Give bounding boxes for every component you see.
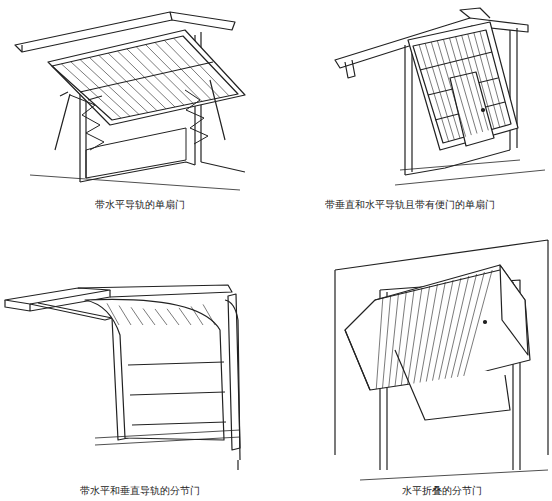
- slat-line: [462, 35, 489, 130]
- slat-line: [167, 309, 179, 325]
- slat-line: [80, 60, 139, 115]
- slat-line: [99, 55, 157, 110]
- slat-line: [146, 45, 202, 102]
- slat-line: [433, 280, 454, 381]
- slat-line: [61, 64, 121, 118]
- slat-line: [425, 43, 454, 140]
- slat-line: [383, 296, 391, 388]
- slat-line: [108, 53, 166, 109]
- slat-line: [451, 274, 476, 378]
- slat-line: [431, 42, 460, 138]
- slat-line: [395, 292, 406, 386]
- slat-line: [191, 306, 203, 325]
- single-leaf-door-vertical-horizontal-track-wicket: [335, 8, 545, 185]
- slat-line: [118, 51, 176, 107]
- slat-lines: [61, 31, 505, 389]
- slat-line: [376, 298, 383, 389]
- slat-line: [119, 306, 131, 325]
- slat-line: [408, 288, 422, 384]
- slat-line: [107, 303, 119, 325]
- slat-line: [155, 309, 167, 325]
- slat-line: [155, 42, 211, 99]
- slat-line: [443, 39, 471, 135]
- slat-line: [71, 62, 130, 117]
- slat-line: [179, 308, 191, 325]
- caption: 带水平导轨的单扇门: [93, 198, 187, 212]
- single-leaf-door-horizontal-track: [15, 12, 245, 190]
- slat-line: [414, 286, 430, 383]
- slat-line: [164, 40, 220, 97]
- slat-line: [445, 276, 469, 379]
- slat-line: [389, 294, 399, 387]
- slat-line: [458, 272, 485, 377]
- caption: 水平折叠的分节门: [400, 484, 484, 498]
- slat-line: [131, 307, 143, 325]
- slat-line: [468, 34, 494, 129]
- slat-line: [143, 308, 155, 325]
- caption: 带水平和垂直导轨的分节门: [78, 484, 202, 498]
- slat-line: [437, 41, 465, 137]
- slat-line: [474, 33, 500, 128]
- horizontal-folding-sectional-door: [335, 240, 548, 480]
- slat-line: [439, 278, 461, 380]
- slat-line: [464, 270, 492, 376]
- caption: 带垂直和水平导轨且带有便门的单扇门: [323, 198, 497, 212]
- slat-line: [127, 49, 184, 105]
- slat-line: [174, 38, 229, 96]
- slat-line: [419, 45, 449, 142]
- slat-line: [401, 290, 414, 385]
- slat-line: [136, 47, 193, 104]
- slat-line: [89, 57, 148, 112]
- sectional-door-horizontal-vertical-track: [5, 285, 240, 470]
- slat-line: [203, 304, 215, 325]
- slat-line: [480, 31, 505, 125]
